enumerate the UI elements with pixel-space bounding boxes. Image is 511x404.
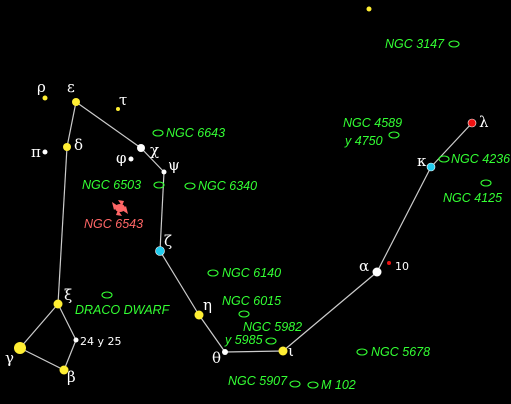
label-psi: ψ (168, 156, 180, 174)
star-top (366, 6, 372, 12)
label-beta: β (67, 368, 76, 386)
star-gamma (14, 342, 26, 354)
line-chi-epsilon (75, 101, 142, 149)
label-tau: τ (119, 91, 127, 109)
label-draco-dwarf: DRACO DWARF (75, 303, 171, 317)
galaxy-icon-ngc5678 (356, 348, 368, 356)
line-iota-theta (224, 350, 284, 353)
line-gamma-beta (19, 347, 65, 371)
label-chi: χ (150, 141, 159, 159)
galaxy-icon-ngc3147 (448, 40, 460, 48)
label-gamma: γ (5, 349, 14, 367)
star-theta (222, 349, 228, 355)
galaxy-icon-ngc6643 (152, 129, 164, 137)
line-xi-gamma (19, 303, 59, 349)
label-alpha: α (359, 257, 369, 275)
label-y4750: y 4750 (344, 134, 383, 148)
label-xi: ξ (64, 286, 72, 304)
star-alpha (372, 267, 382, 277)
star-beta (59, 365, 69, 375)
star-10 (387, 261, 391, 265)
star-eta (194, 310, 204, 320)
label-pi: π (31, 143, 41, 161)
label-ngc4589: NGC 4589 (343, 116, 402, 130)
galaxy-icon-ngc6503 (153, 181, 165, 189)
label-iota: ι (288, 342, 294, 360)
line-kappa-alpha (376, 166, 432, 273)
line-zeta-psi (159, 171, 165, 252)
line-theta-eta (198, 314, 226, 353)
object-labels: NGC 3147 NGC 6643 NGC 4589 y 4750 NGC 42… (75, 37, 510, 392)
galaxy-icon-ngc6015 (238, 310, 250, 318)
galaxy-icon-ngc5982 (265, 337, 277, 345)
line-epsilon-delta (66, 101, 77, 148)
label-ngc6643: NGC 6643 (166, 126, 225, 140)
star-delta (63, 143, 71, 151)
line-psi-chi (140, 147, 165, 173)
label-ngc6503: NGC 6503 (82, 178, 141, 192)
label-eta: η (203, 296, 212, 314)
nebula-icon-ngc6543 (112, 200, 128, 216)
label-24y25: 24 y 25 (80, 335, 122, 348)
label-rho: ρ (37, 78, 46, 96)
line-eta-zeta (159, 250, 200, 316)
label-ngc6140: NGC 6140 (222, 266, 281, 280)
label-y5985: y 5985 (224, 333, 263, 347)
label-ngc3147: NGC 3147 (385, 37, 445, 51)
galaxy-icon-ngc6140 (207, 269, 219, 277)
label-ngc5907: NGC 5907 (228, 374, 288, 388)
galaxy-icon-m102 (307, 381, 319, 389)
label-epsilon: ε (67, 78, 75, 96)
star-chi (137, 144, 145, 152)
label-m102: M 102 (321, 378, 356, 392)
label-ngc5982: NGC 5982 (243, 320, 302, 334)
star-xi (53, 299, 63, 309)
galaxy-markers (101, 40, 492, 389)
label-ngc4125: NGC 4125 (443, 191, 502, 205)
label-lambda: λ (479, 113, 489, 131)
galaxy-icon-draco-dwarf (101, 291, 113, 299)
star-kappa (426, 162, 436, 172)
label-ngc6340: NGC 6340 (198, 179, 257, 193)
galaxy-icon-ngc4236 (438, 155, 450, 163)
star-labels: λ κ α 10 ι θ η ζ ψ χ φ ε τ ρ π δ ξ γ β 2… (5, 78, 489, 386)
label-theta: θ (212, 349, 221, 367)
galaxy-icon-ngc4125 (480, 179, 492, 187)
label-phi: φ (116, 149, 127, 167)
label-10: 10 (395, 260, 409, 273)
line-delta-xi (57, 146, 68, 305)
line-beta-24y25 (63, 339, 77, 371)
label-ngc6543: NGC 6543 (84, 217, 143, 231)
star-rho (42, 95, 48, 101)
star-tau (116, 107, 120, 111)
star-iota (278, 346, 288, 356)
line-24y25-xi (57, 303, 77, 341)
star-epsilon (72, 98, 80, 106)
galaxy-icon-ngc6340 (184, 182, 196, 190)
line-lambda-kappa (430, 122, 473, 168)
star-psi (161, 169, 167, 175)
galaxy-icon-ngc5907 (289, 380, 301, 388)
label-ngc4236: NGC 4236 (451, 152, 510, 166)
star-zeta (155, 246, 165, 256)
star-lambda (467, 118, 477, 128)
star-24y25 (73, 337, 79, 343)
star-phi (128, 156, 134, 162)
constellation-lines (19, 101, 473, 371)
star-pi (42, 149, 48, 155)
label-ngc5678: NGC 5678 (371, 345, 430, 359)
label-kappa: κ (417, 152, 427, 170)
label-ngc6015: NGC 6015 (222, 294, 281, 308)
stars (14, 6, 477, 375)
line-alpha-iota (282, 271, 378, 352)
label-delta: δ (74, 136, 83, 154)
label-zeta: ζ (164, 232, 172, 250)
galaxy-icon-ngc4589 (388, 131, 400, 139)
